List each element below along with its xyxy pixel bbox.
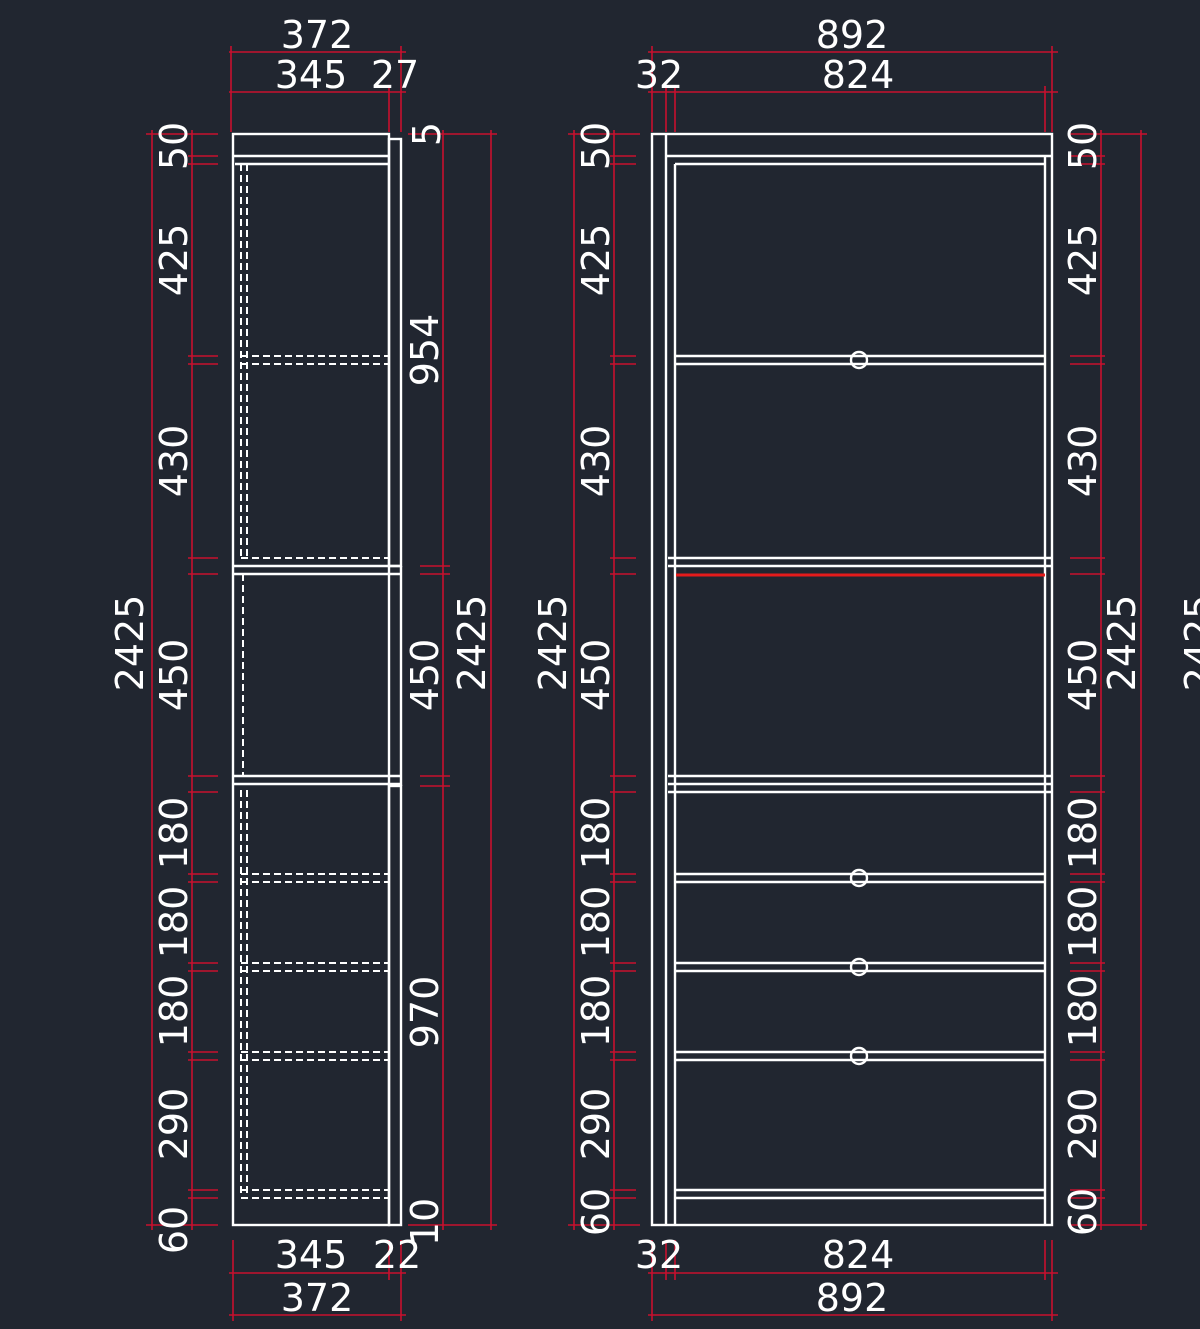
side-row-3: 450 [152,639,196,712]
front-left-row-7: 290 [574,1088,618,1161]
front-partial-total: 2425 [1177,595,1200,692]
front-right-row-1: 425 [1061,224,1105,297]
side-row-2: 430 [152,425,196,498]
front-left-row-0: 50 [574,122,618,170]
front-carcass-outline [650,132,1054,1227]
front-right-row-5: 180 [1061,886,1105,959]
side-width-bottom-body: 345 [275,1233,348,1277]
side-door-mid-height: 450 [403,639,447,712]
front-right-row-2: 430 [1061,425,1105,498]
front-width-bottom-total: 892 [816,1276,889,1320]
front-width-top-inner: 824 [822,53,895,97]
front-right-row-8: 60 [1061,1188,1105,1236]
front-left-total: 2425 [531,595,575,692]
front-left-row-3: 450 [574,639,618,712]
side-width-bottom-total: 372 [281,1276,354,1320]
side-left-total: 2425 [108,595,152,692]
front-left-row-1: 425 [574,224,618,297]
front-width-bottom-side: 32 [635,1233,683,1277]
front-knob-4 [849,1046,869,1066]
side-door-upper-height: 954 [403,314,447,387]
front-right-total: 2425 [1100,595,1144,692]
front-width-top-total: 892 [816,13,889,57]
front-view: 892 32 824 32 824 892 2425 2425 2425 50 … [531,13,1200,1321]
side-row-8: 60 [152,1206,196,1254]
front-dimension-lines [568,46,1147,1321]
side-row-5: 180 [152,886,196,959]
front-left-row-6: 180 [574,975,618,1048]
front-right-row-6: 180 [1061,975,1105,1048]
front-left-row-4: 180 [574,797,618,870]
side-dimension-lines [146,46,497,1321]
side-bottom-gap: 10 [403,1198,447,1246]
side-row-4: 180 [152,797,196,870]
front-right-row-7: 290 [1061,1088,1105,1161]
side-row-6: 180 [152,975,196,1048]
front-width-top-side: 32 [635,53,683,97]
front-left-row-5: 180 [574,886,618,959]
side-right-total: 2425 [450,595,494,692]
side-row-0: 50 [152,122,196,170]
side-width-top-body: 345 [275,53,348,97]
front-right-row-0: 50 [1061,122,1105,170]
side-width-top-door: 27 [371,53,419,97]
front-left-row-2: 430 [574,425,618,498]
side-row-7: 290 [152,1088,196,1161]
front-width-bottom-inner: 824 [822,1233,895,1277]
front-knob-2 [849,868,869,888]
side-row-1: 425 [152,224,196,297]
front-left-row-8: 60 [574,1188,618,1236]
side-view: 372 345 27 345 22 372 5 954 450 970 10 2… [108,13,497,1321]
front-knob-1 [849,350,869,370]
front-right-row-3: 450 [1061,639,1105,712]
front-knob-3 [849,957,869,977]
side-door-upper [387,137,403,568]
side-top-gap: 5 [405,122,449,146]
side-width-bottom-door: 22 [373,1233,421,1277]
side-door-lower-height: 970 [403,976,447,1049]
side-width-top-total: 372 [281,13,354,57]
front-right-row-4: 180 [1061,797,1105,870]
side-carcass-outline [231,132,391,1227]
side-door-lower [387,784,403,1227]
